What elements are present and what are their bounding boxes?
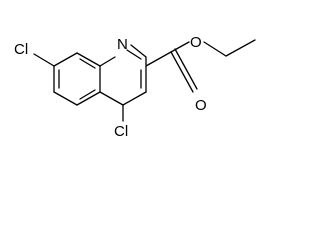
bond <box>99 56 116 67</box>
bond <box>53 91 78 106</box>
bond <box>122 91 147 106</box>
bond <box>225 39 256 57</box>
bond <box>76 91 101 106</box>
double-bond-inner <box>79 58 96 69</box>
bond <box>170 41 190 53</box>
bond <box>145 51 172 67</box>
bond <box>130 44 147 58</box>
carbonyl-double-bond <box>174 48 198 90</box>
atom-label-o-ether: O <box>190 34 202 51</box>
bond <box>33 53 55 67</box>
bond <box>53 52 78 67</box>
carbonyl-double-bond <box>170 51 194 93</box>
double-bond-inner <box>79 89 96 100</box>
bond <box>76 52 101 67</box>
atom-label-cl4: Cl <box>114 123 128 140</box>
atom-label-cl8: Cl <box>14 41 28 58</box>
bond <box>203 41 227 57</box>
atom-label-o-carbonyl: O <box>195 97 207 114</box>
atom-label-n1: N <box>117 36 128 53</box>
double-bond-inner <box>126 49 142 60</box>
bond <box>99 91 124 106</box>
chemical-structure-diagram: N Cl Cl O O <box>14 34 256 140</box>
